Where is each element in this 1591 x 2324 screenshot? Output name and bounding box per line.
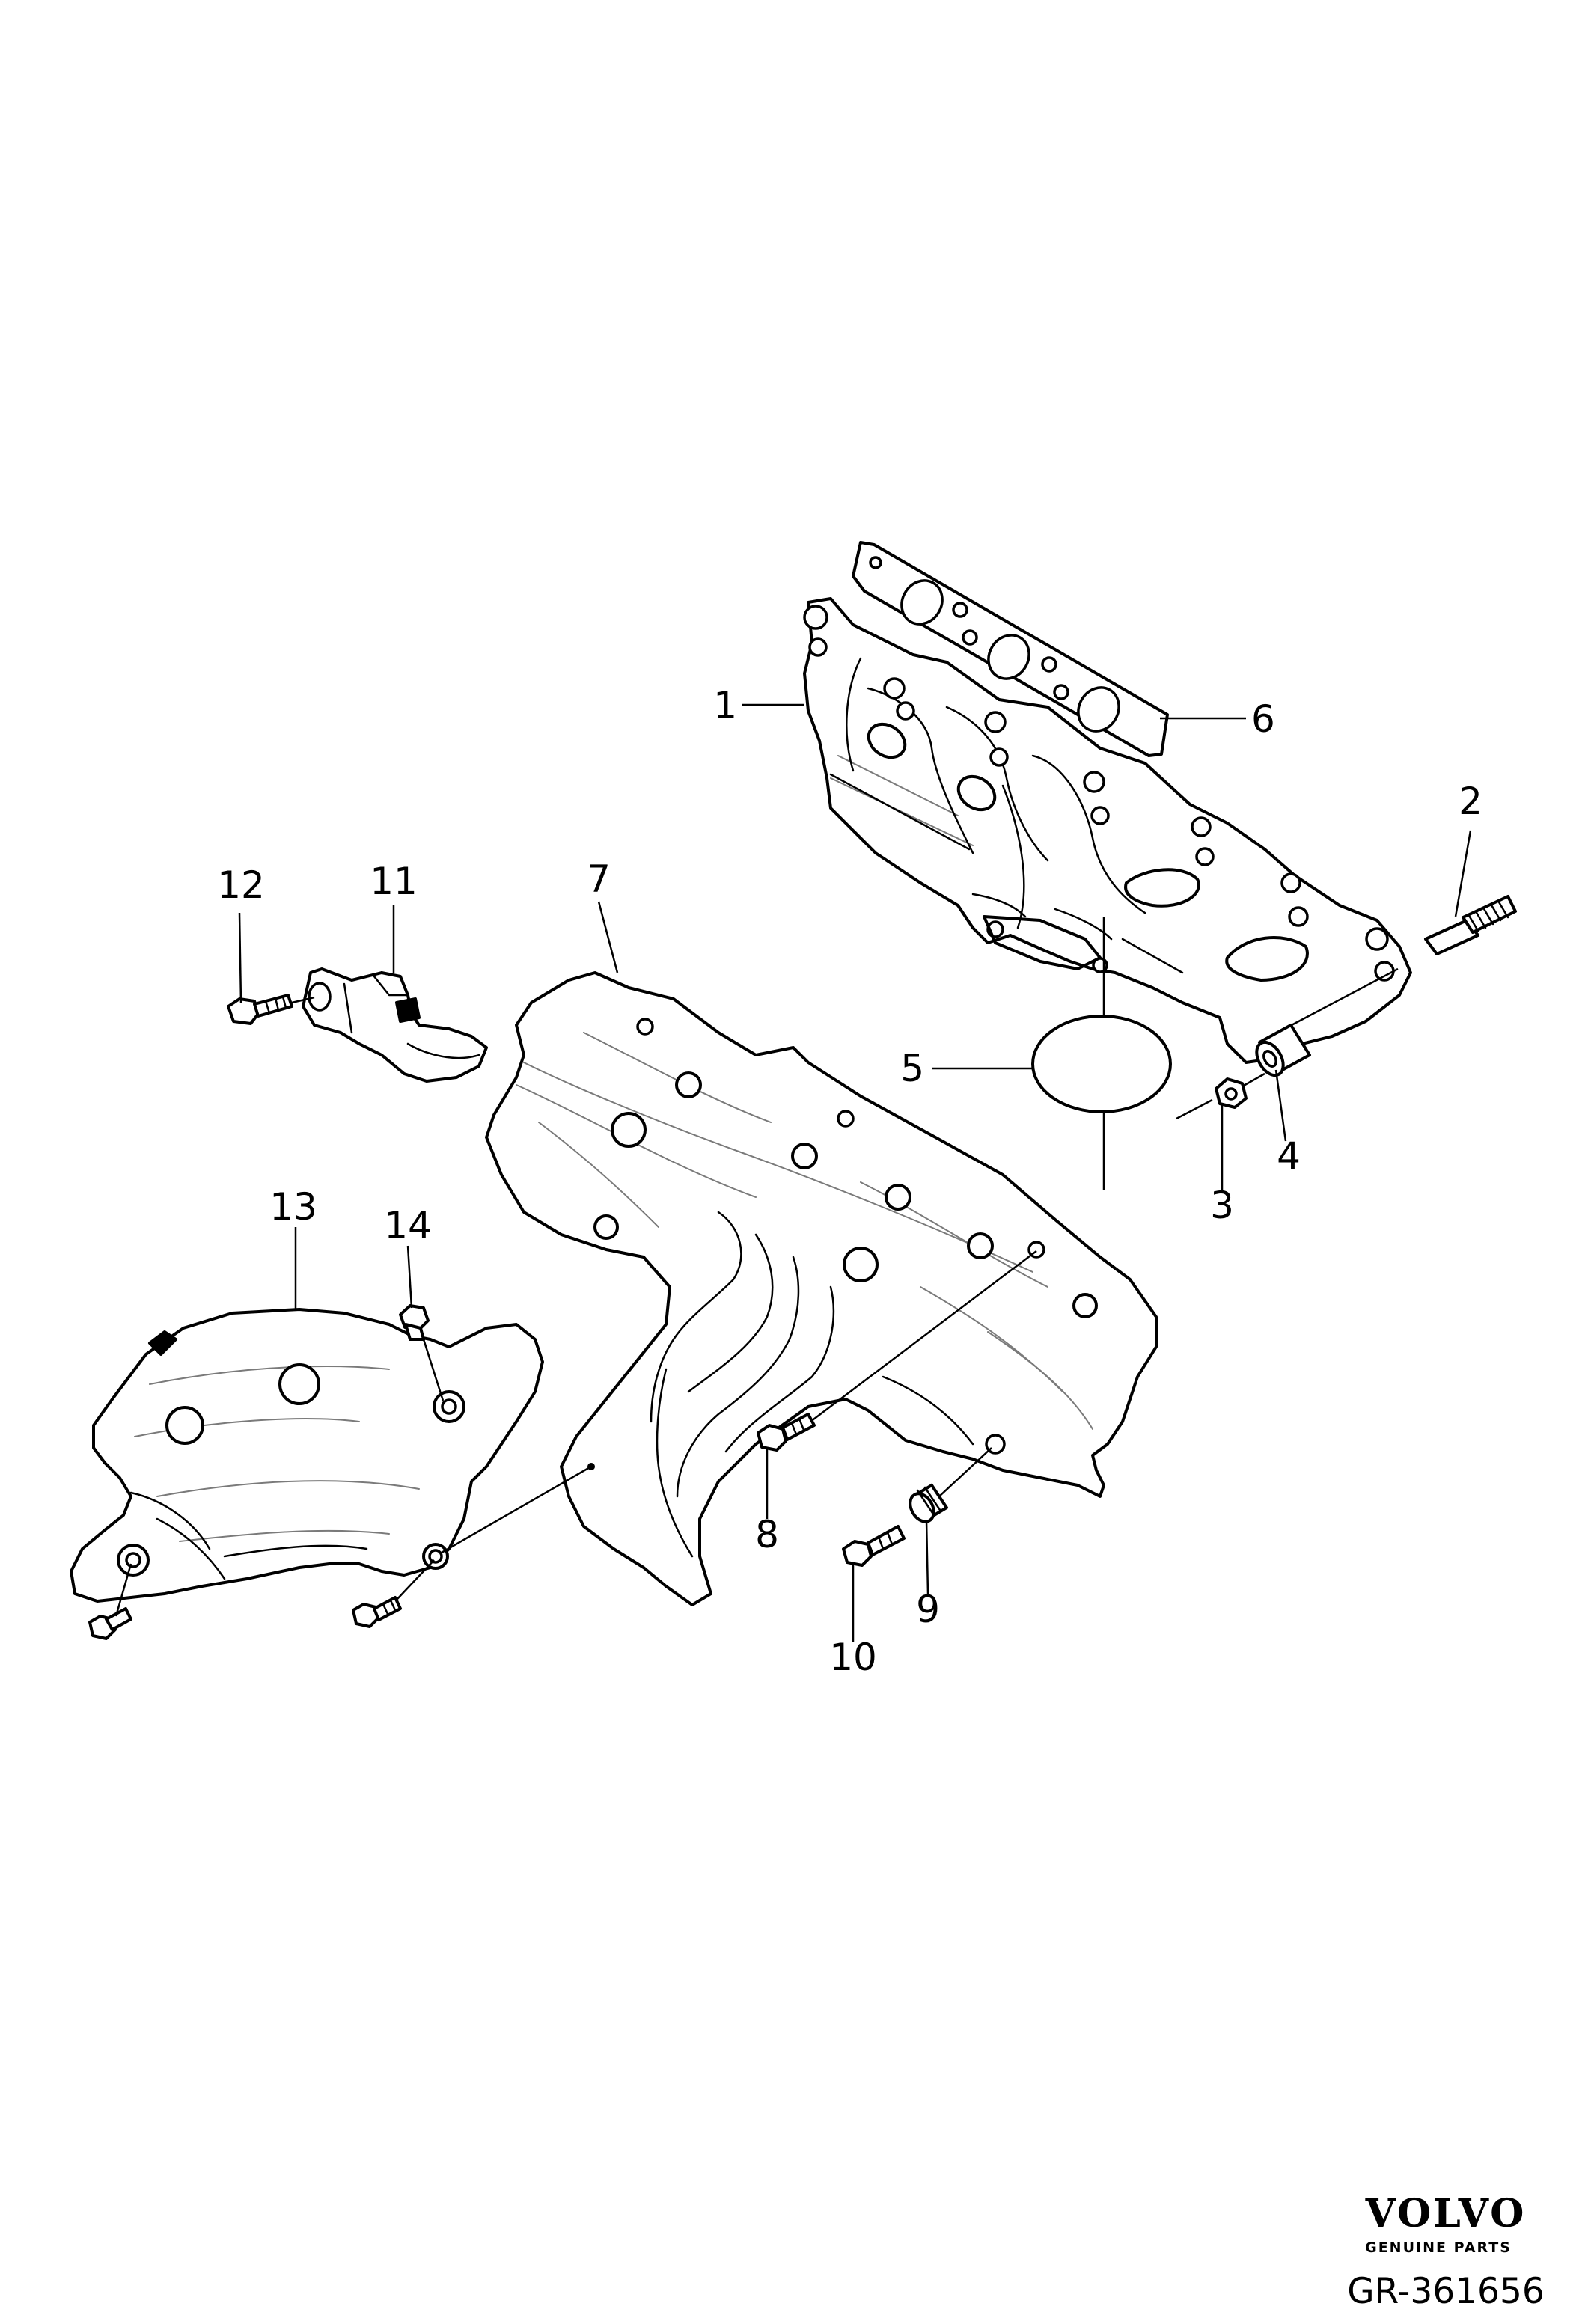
sealing-ring <box>1031 917 1172 1190</box>
shield-bolt-center <box>352 1596 402 1628</box>
spacer-sleeve <box>1255 1024 1311 1077</box>
callout-5: 5 <box>900 1047 924 1090</box>
manifold-heat-shield <box>485 971 1158 1606</box>
manifold-gasket <box>852 541 1169 757</box>
callout-2: 2 <box>1459 780 1482 823</box>
callout-9: 9 <box>916 1588 940 1631</box>
callout-3: 3 <box>1210 1184 1234 1227</box>
bracket-bolt <box>227 994 293 1025</box>
callout-7: 7 <box>587 857 611 901</box>
diagram-id: GR-361656 <box>1347 2271 1545 2312</box>
callout-12: 12 <box>217 863 265 907</box>
callout-8: 8 <box>755 1513 779 1556</box>
volvo-logo: VOLVO <box>1365 2191 1527 2236</box>
callout-11: 11 <box>370 860 418 903</box>
brand-block: VOLVO GENUINE PARTS GR-361656 <box>1347 2191 1545 2312</box>
shield-bolt-10 <box>842 1525 906 1567</box>
callout-4: 4 <box>1277 1134 1301 1178</box>
spring-spacer <box>909 1483 948 1523</box>
callout-labels: 1 2 3 4 5 6 7 8 9 10 11 12 13 14 <box>217 684 1482 1679</box>
manifold-stud <box>1424 895 1517 955</box>
shield-bolt-left <box>88 1607 132 1640</box>
callout-13: 13 <box>269 1185 317 1229</box>
callout-10: 10 <box>829 1636 877 1679</box>
callout-1: 1 <box>713 684 737 727</box>
flange-nut <box>1215 1077 1248 1109</box>
genuine-parts-tagline: GENUINE PARTS <box>1365 2239 1512 2256</box>
exhaust-manifold <box>803 597 1412 1064</box>
callout-14: 14 <box>384 1204 432 1247</box>
shield-bolt-8 <box>757 1413 816 1452</box>
leader-lines <box>114 703 1472 1642</box>
front-heat-shield <box>70 1308 544 1603</box>
callout-6: 6 <box>1251 697 1275 741</box>
heat-shield-bracket <box>302 967 488 1083</box>
